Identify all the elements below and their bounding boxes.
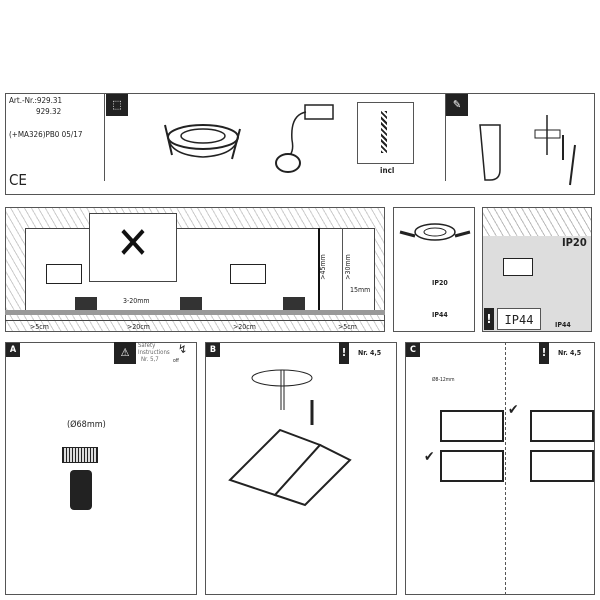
dim-45mm: >45mm: [318, 254, 327, 280]
light-fixture: [283, 297, 305, 310]
check-icon: ✔: [424, 449, 435, 465]
saw-blade: [62, 447, 98, 463]
dim-20cm-b: >20cm: [233, 323, 256, 331]
dim-5cm-right: >5cm: [338, 323, 357, 331]
warning-icon: !: [484, 308, 494, 330]
divider: [445, 93, 446, 181]
cable-dim: Ø8-12mm: [432, 377, 455, 383]
safety-ref: Nr. 5,7: [141, 356, 159, 363]
ip44-label: IP44: [432, 311, 448, 319]
depth-arrow: [318, 228, 320, 310]
spring-clip-icon: [381, 111, 387, 153]
ce-mark: CE: [9, 171, 27, 189]
panel-c: [405, 342, 595, 595]
warning-icon: !: [539, 342, 549, 364]
ip20-right-label: IP20: [562, 236, 587, 249]
ip44-box: IP44: [497, 308, 541, 330]
article-number-2: 929.32: [36, 107, 62, 116]
off-label: off: [173, 358, 179, 364]
driver-box: [230, 264, 266, 284]
incl-box: [357, 102, 414, 164]
driver-box: [46, 264, 82, 284]
batch-code: (+MA326)PB0 05/17: [9, 130, 83, 139]
check-icon: ✔: [508, 402, 519, 418]
panel-a: [5, 342, 197, 595]
spacing-line: [5, 320, 385, 321]
panel-b-letter: B: [206, 343, 220, 357]
dim-30mm: >30mm: [343, 254, 352, 280]
terminal-block: [530, 450, 594, 482]
ceiling-panel: [5, 310, 385, 315]
safety-sub: Instructions: [138, 349, 170, 356]
driver-drawing: [275, 104, 334, 173]
warning-triangle-icon: ⚠: [114, 342, 136, 364]
divider-dashed: [505, 342, 506, 595]
ceiling-pattern: [483, 208, 591, 236]
light-fixture: [180, 297, 202, 310]
driver-box: [503, 258, 533, 276]
article-number: Art.-Nr.:929.31: [9, 96, 63, 105]
panel-c-ref: Nr. 4,5: [558, 349, 582, 357]
diameter-label: (Ø68mm): [67, 420, 106, 430]
junction-box-drawing: [228, 369, 352, 507]
dim-5cm-left: >5cm: [30, 323, 49, 331]
ip20-label: IP20: [432, 279, 448, 287]
dim-gap: 3-20mm: [123, 297, 150, 305]
panel-c-letter: C: [406, 343, 420, 357]
depth-arrow: [342, 228, 343, 310]
package-icon: ⬚: [106, 94, 128, 116]
safety-title: Safety: [138, 342, 156, 349]
terminal-block: [530, 410, 594, 442]
dim-15mm: 15mm: [350, 286, 371, 294]
ip44-under: IP44: [555, 321, 571, 329]
warning-icon: !: [339, 342, 349, 364]
incl-label: incl: [380, 166, 395, 175]
tools-drawing: [479, 115, 576, 186]
tools-icon: ✎: [446, 94, 468, 116]
panel-a-letter: A: [6, 343, 20, 357]
terminal-block: [440, 450, 504, 482]
panel-b-ref: Nr. 4,5: [358, 349, 382, 357]
dim-20cm-a: >20cm: [127, 323, 150, 331]
no-insulation-warning: ✕: [89, 213, 177, 282]
light-fixture: [75, 297, 97, 310]
power-off-icon: ↯: [178, 342, 188, 356]
terminal-block: [440, 410, 504, 442]
downlight-drawing: [164, 124, 241, 160]
drill-icon: [70, 470, 92, 510]
fixture-top-drawing: [399, 223, 471, 241]
divider: [104, 93, 105, 181]
